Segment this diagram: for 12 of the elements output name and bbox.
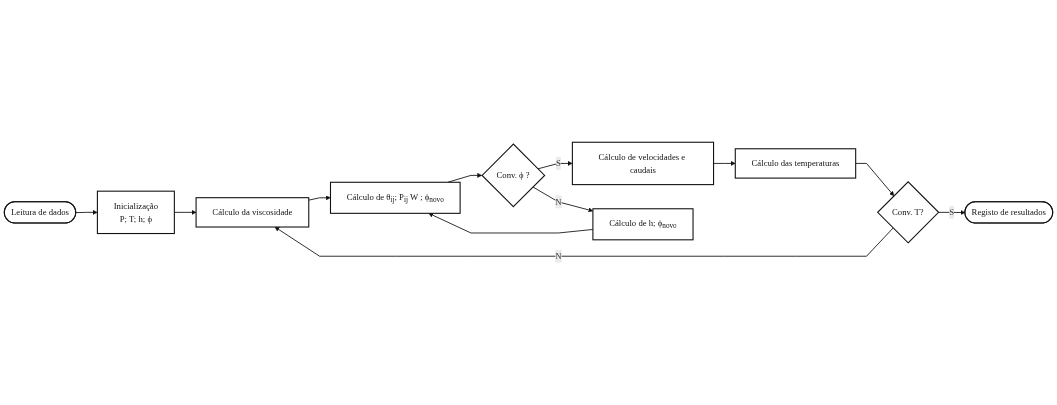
node-box: Cálculo de θ$_{ij}$; P$_{ij}$ W ; ϕ$_{novo}$	[329, 181, 461, 214]
node-box: Cálculo de velocidades e caudais	[571, 141, 715, 186]
node-box: Cálculo da viscosidade	[195, 197, 310, 228]
node-diamond: Conv. ϕ ?	[481, 143, 546, 208]
node-box: Cálculo das temperaturas	[734, 148, 857, 179]
edge-label: S	[949, 207, 955, 217]
node-diamond: Conv. T?	[876, 181, 940, 244]
edge-label: N	[555, 196, 562, 207]
edge-label: S	[555, 158, 561, 168]
node-box: Inicialização P; T; h; ϕ	[96, 190, 175, 235]
node-box: Cálculo de h; ϕ$_{novo}$	[592, 208, 694, 241]
edge-label: N	[555, 251, 562, 261]
